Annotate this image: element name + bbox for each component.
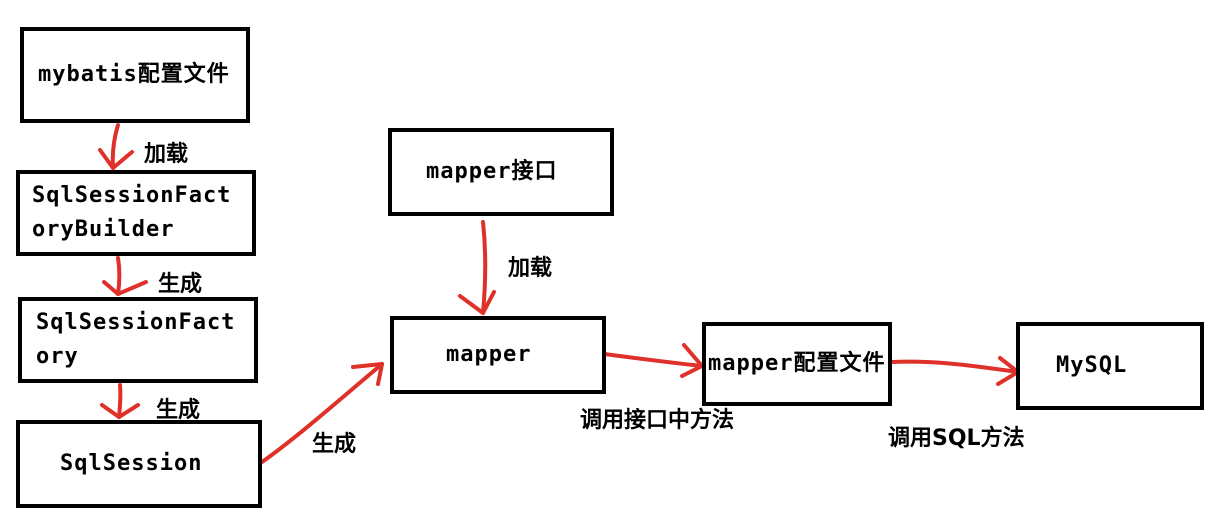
node-session-factory: SqlSessionFactory (18, 297, 258, 383)
node-session-factory-builder-label: SqlSessionFactoryBuilder (20, 174, 252, 252)
arrow-load-config (98, 123, 134, 170)
node-session-factory-label: SqlSessionFactory (22, 301, 254, 379)
edge-label-call-sql: 调用SQL方法 (888, 426, 1025, 451)
edge-label-load-config: 加载 (144, 142, 189, 167)
arrow-generate-session (100, 383, 140, 419)
edge-label-generate-factory: 生成 (158, 272, 203, 297)
node-session-factory-builder: SqlSessionFactoryBuilder (16, 170, 256, 256)
node-mybatis-config: mybatis配置文件 (20, 27, 250, 123)
edge-label-generate-mapper: 生成 (312, 432, 357, 457)
factory-text-wrap: SqlSessionFactory (36, 310, 236, 369)
node-mysql-label: MySQL (1056, 353, 1128, 378)
arrow-generate-factory (102, 256, 148, 296)
node-mapper-config: mapper配置文件 (702, 322, 892, 406)
node-sql-session-label: SqlSession (60, 451, 203, 476)
node-mapper: mapper (390, 316, 606, 394)
arrow-call-sql (890, 356, 1020, 386)
node-mybatis-config-label: mybatis配置文件 (38, 62, 230, 87)
arrow-generate-mapper (260, 362, 384, 464)
arrow-call-interface (602, 343, 704, 378)
edge-label-generate-session: 生成 (156, 398, 201, 423)
node-mapper-interface: mapper接口 (388, 128, 614, 216)
node-mapper-interface-label: mapper接口 (426, 159, 558, 184)
builder-text-wrap: SqlSessionFactoryBuilder (32, 183, 232, 242)
edge-label-call-interface: 调用接口中方法 (580, 408, 735, 433)
edge-label-load-mapper: 加载 (508, 256, 553, 281)
node-mapper-config-label: mapper配置文件 (708, 351, 886, 376)
node-sql-session: SqlSession (16, 420, 262, 508)
node-mysql: MySQL (1016, 322, 1204, 410)
arrow-load-mapper (458, 220, 496, 315)
node-mapper-label: mapper (446, 342, 532, 367)
